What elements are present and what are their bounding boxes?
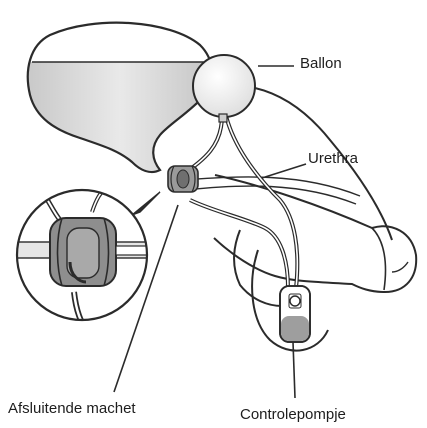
label-urethra: Urethra [308, 150, 358, 168]
label-cuff: Afsluitende machet [8, 400, 136, 418]
glans-detail [372, 228, 386, 290]
cuff [168, 166, 198, 192]
control-pump [280, 286, 310, 342]
inset-pointer [132, 192, 160, 215]
cuff-inset [10, 186, 160, 336]
balloon-port [219, 114, 227, 122]
bladder-fluid [20, 62, 220, 182]
label-balloon: Ballon [300, 55, 342, 73]
thigh-outline [234, 230, 282, 306]
leader-urethra [262, 164, 306, 178]
balloon [193, 55, 255, 117]
label-pump: Controlepompje [240, 406, 346, 424]
glans-tip [392, 262, 408, 272]
